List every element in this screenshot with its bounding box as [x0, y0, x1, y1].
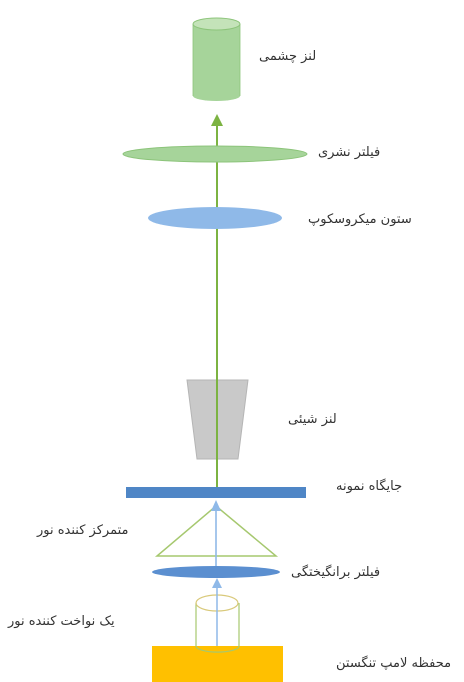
- emission-arrow: [211, 114, 223, 487]
- label-excitation-filter: فیلتر برانگیختگی: [291, 565, 381, 580]
- excitation-arrow: [211, 500, 221, 566]
- excitation-filter: [152, 566, 280, 578]
- label-condenser: متمرکز کننده نور: [37, 523, 129, 538]
- microscope-column-lens: [148, 207, 282, 229]
- specimen-stage: [126, 487, 306, 498]
- label-emission-filter: فیلتر نشری: [318, 145, 381, 160]
- lamp-housing: [152, 646, 283, 682]
- label-lamp-housing: محفظه لامپ تنگستن: [336, 656, 452, 671]
- label-light-source: یک نواخت کننده نور: [8, 614, 115, 629]
- label-microscope-column: ستون میکروسکوپ: [308, 212, 412, 227]
- label-eyepiece: لنز چشمی: [259, 49, 317, 64]
- source-arrow: [212, 578, 222, 646]
- label-objective-lens: لنز شیئی: [288, 412, 337, 427]
- emission-filter: [122, 145, 308, 163]
- eyepiece-lens: [192, 17, 241, 101]
- label-specimen-stage: جایگاه نمونه: [336, 479, 403, 494]
